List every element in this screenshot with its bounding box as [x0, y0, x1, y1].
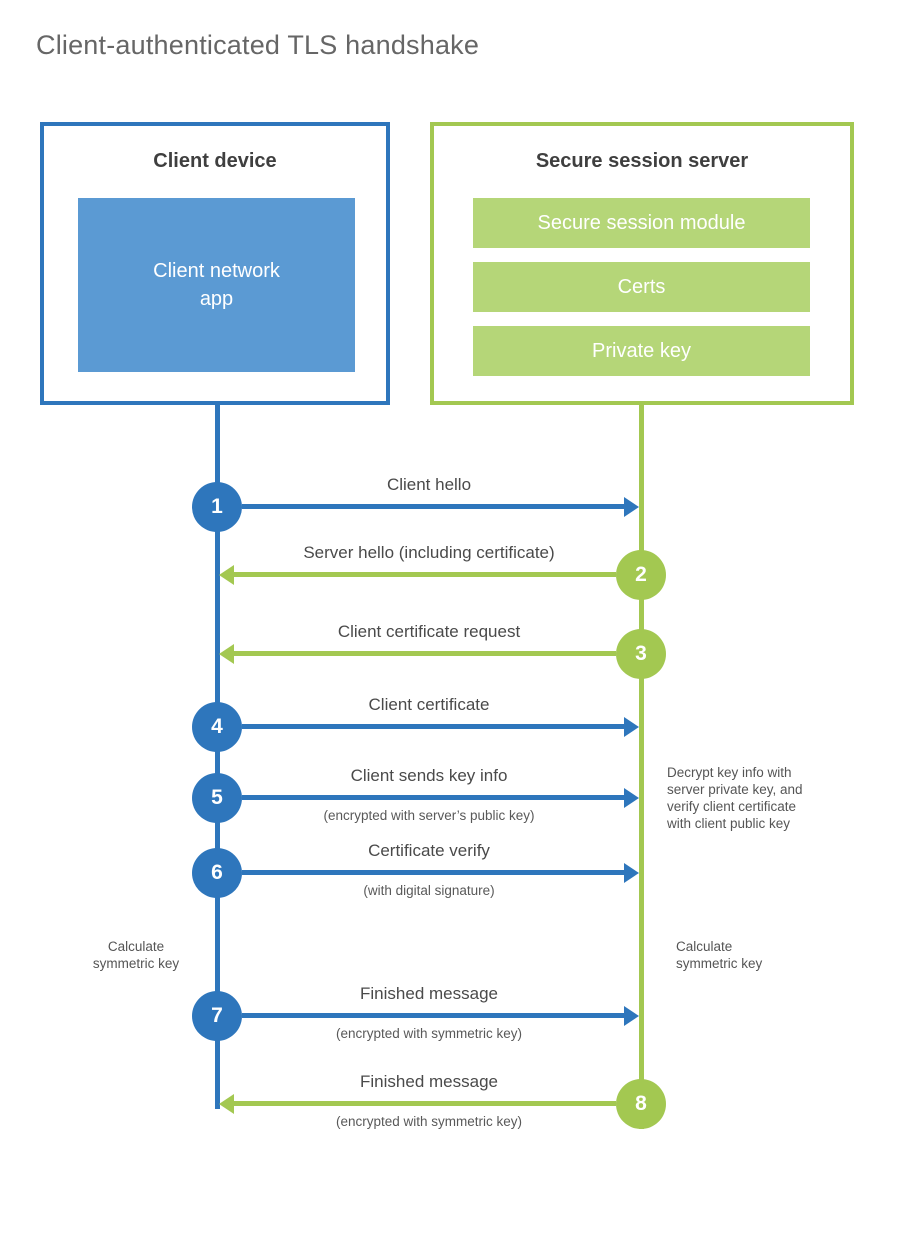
step-circle-7: 7: [192, 991, 242, 1041]
arrow-line-left: [234, 651, 616, 656]
client-device-title: Client device: [153, 150, 277, 172]
arrow-line-right: [242, 795, 624, 800]
message-sublabel: (encrypted with symmetric key): [335, 1026, 523, 1041]
message-label: Client certificate request: [337, 622, 521, 641]
arrow-line-right: [242, 504, 624, 509]
arrow-head-right-icon: [624, 717, 639, 737]
arrow-head-right-icon: [624, 497, 639, 517]
arrow-head-right-icon: [624, 1006, 639, 1026]
message-sublabel: (encrypted with symmetric key): [335, 1114, 523, 1129]
arrow-head-left-icon: [219, 565, 234, 585]
client-lifeline: [215, 405, 220, 1109]
arrow-line-left: [234, 1101, 616, 1106]
server-module-secure-session: Secure session module: [473, 198, 810, 248]
step-circle-3: 3: [616, 629, 666, 679]
message-label: Finished message: [360, 984, 498, 1003]
step-circle-6: 6: [192, 848, 242, 898]
step-circle-5: 5: [192, 773, 242, 823]
message-label: Finished message: [360, 1072, 498, 1091]
message-sublabel: (encrypted with server’s public key): [323, 808, 535, 823]
message-label: Client sends key info: [350, 766, 508, 785]
message-label: Server hello (including certificate): [303, 543, 555, 562]
message-label: Client certificate: [368, 695, 490, 714]
secure-session-server-box: Secure session server Secure session mod…: [430, 122, 854, 405]
server-module-private-key: Private key: [473, 326, 810, 376]
step-circle-8: 8: [616, 1079, 666, 1129]
arrow-head-left-icon: [219, 1094, 234, 1114]
arrow-line-right: [242, 870, 624, 875]
arrow-head-left-icon: [219, 644, 234, 664]
arrow-line-left: [234, 572, 616, 577]
client-network-app-box: Client network app: [78, 198, 355, 372]
step-circle-2: 2: [616, 550, 666, 600]
message-label: Client hello: [386, 475, 472, 494]
arrow-head-right-icon: [624, 788, 639, 808]
server-lifeline: [639, 405, 644, 1129]
note-calculate-symmetric-key-server: Calculate symmetric key: [676, 939, 763, 971]
step-circle-1: 1: [192, 482, 242, 532]
secure-session-server-title: Secure session server: [535, 150, 749, 172]
message-sublabel: (with digital signature): [363, 883, 495, 898]
note-calculate-symmetric-key-client: Calculate symmetric key: [92, 939, 180, 971]
page-title: Client-authenticated TLS handshake: [36, 30, 480, 60]
note-decrypt-key-info: Decrypt key info with server private key…: [667, 765, 803, 831]
client-device-box: Client device Client network app: [40, 122, 390, 405]
step-circle-4: 4: [192, 702, 242, 752]
message-label: Certificate verify: [368, 841, 490, 860]
server-module-certs: Certs: [473, 262, 810, 312]
arrow-head-right-icon: [624, 863, 639, 883]
arrow-line-right: [242, 1013, 624, 1018]
arrow-line-right: [242, 724, 624, 729]
